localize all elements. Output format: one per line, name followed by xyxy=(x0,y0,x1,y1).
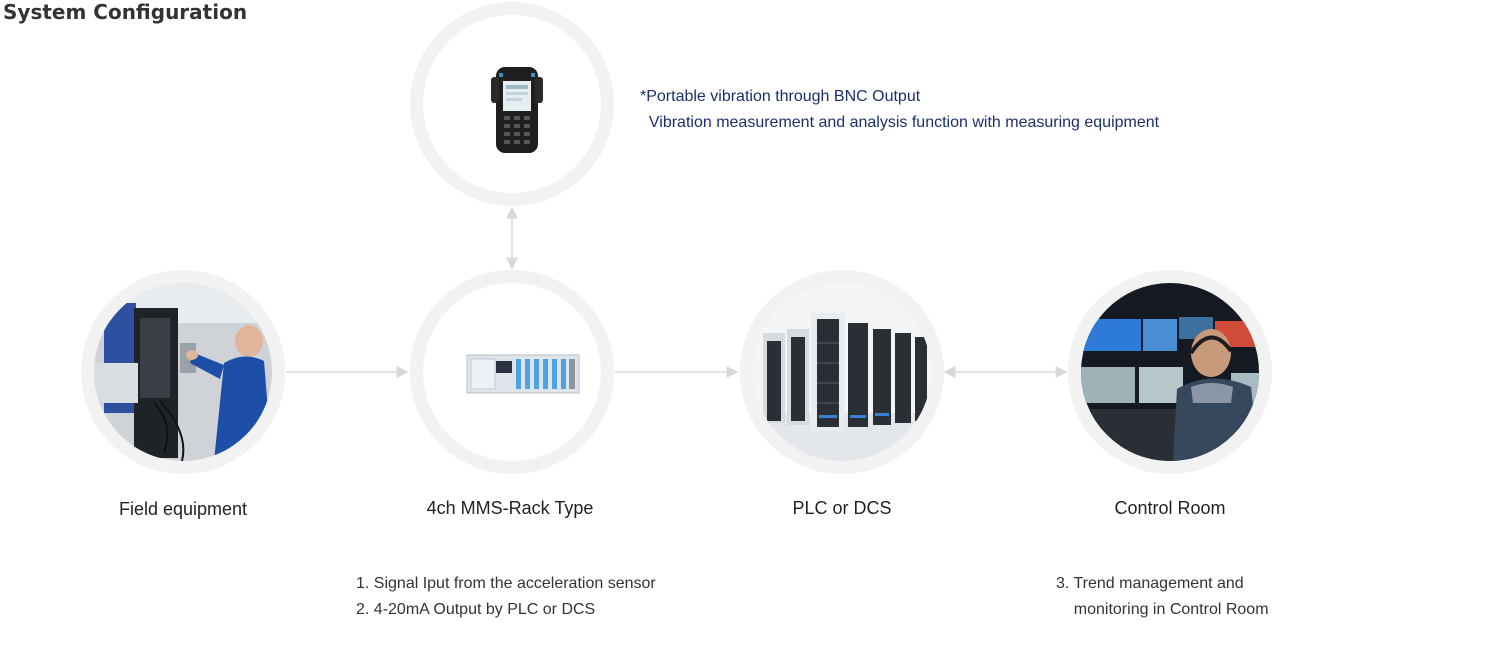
portable-note-line2: Vibration measurement and analysis funct… xyxy=(640,114,1160,131)
label-control-room: Control Room xyxy=(1114,498,1226,518)
rack-module-icon xyxy=(466,354,580,394)
label-field-equipment: Field equipment xyxy=(118,499,248,519)
field-worker-photo xyxy=(94,283,272,461)
rack-note-2: 2. 4-20mA Output by PLC or DCS xyxy=(356,601,596,618)
control-notes: 3. Trend management and monitoring in Co… xyxy=(1056,571,1269,623)
control-room-photo xyxy=(1081,283,1259,461)
page-title: System Configuration xyxy=(3,0,248,24)
node-control-room xyxy=(1068,270,1272,474)
portable-note-line1: *Portable vibration through BNC Output xyxy=(640,88,921,105)
label-plc-dcs: PLC or DCS xyxy=(792,498,892,518)
node-plc-dcs xyxy=(740,270,944,474)
label-rack: 4ch MMS-Rack Type xyxy=(426,498,594,518)
rack-note-1: 1. Signal Iput from the acceleration sen… xyxy=(356,575,656,592)
portable-analyzer-icon xyxy=(491,67,543,153)
node-rack xyxy=(410,270,614,474)
node-portable-device xyxy=(410,2,614,206)
server-rack-photo xyxy=(753,283,931,461)
portable-note: *Portable vibration through BNC Output V… xyxy=(640,84,1159,136)
control-note-2: monitoring in Control Room xyxy=(1056,601,1269,618)
control-note-1: 3. Trend management and xyxy=(1056,575,1244,592)
rack-notes: 1. Signal Iput from the acceleration sen… xyxy=(356,571,656,623)
node-field-equipment xyxy=(81,270,285,474)
